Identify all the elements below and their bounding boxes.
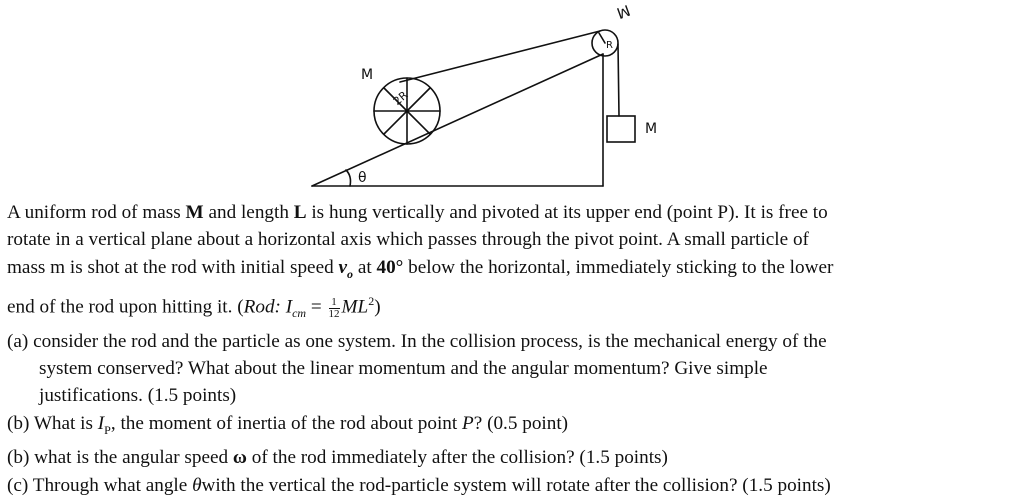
angle-arc	[345, 169, 352, 187]
pulley	[591, 29, 619, 57]
problem-line-4: end of the rod upon hitting it. (Rod: Ic…	[7, 294, 381, 321]
physics-diagram: M R M 2R M θ	[311, 1, 657, 187]
question-a-line-3: justifications. (1.5 points)	[39, 385, 237, 407]
string-incline	[399, 30, 601, 83]
question-c: (c) Through what angle θwith the vertica…	[7, 474, 831, 496]
hanging-block	[606, 115, 636, 143]
problem-text: A uniform rod of mass M and length L is …	[7, 199, 1017, 499]
wheel-spokes	[373, 77, 441, 145]
string-vertical	[617, 43, 620, 117]
problem-line-3: mass m is shot at the rod with initial s…	[7, 256, 834, 281]
angle-label: θ	[358, 170, 367, 186]
block-mass-label: M	[645, 121, 657, 137]
wheel-mass-label: M	[361, 67, 373, 83]
problem-line-2: rotate in a vertical plane about a horiz…	[7, 229, 809, 251]
pulley-radius-label: R	[606, 40, 613, 51]
question-a-line-2: system conserved? What about the linear …	[39, 358, 768, 380]
question-b2: (b) what is the angular speed ω of the r…	[7, 447, 668, 469]
incline-hypotenuse	[311, 53, 604, 187]
question-a-line-1: (a) consider the rod and the particle as…	[7, 330, 827, 352]
pulley-mass-label: M	[614, 1, 632, 22]
question-b1: (b) What is IP, the moment of inertia of…	[7, 412, 569, 437]
problem-line-1: A uniform rod of mass M and length L is …	[7, 202, 828, 223]
